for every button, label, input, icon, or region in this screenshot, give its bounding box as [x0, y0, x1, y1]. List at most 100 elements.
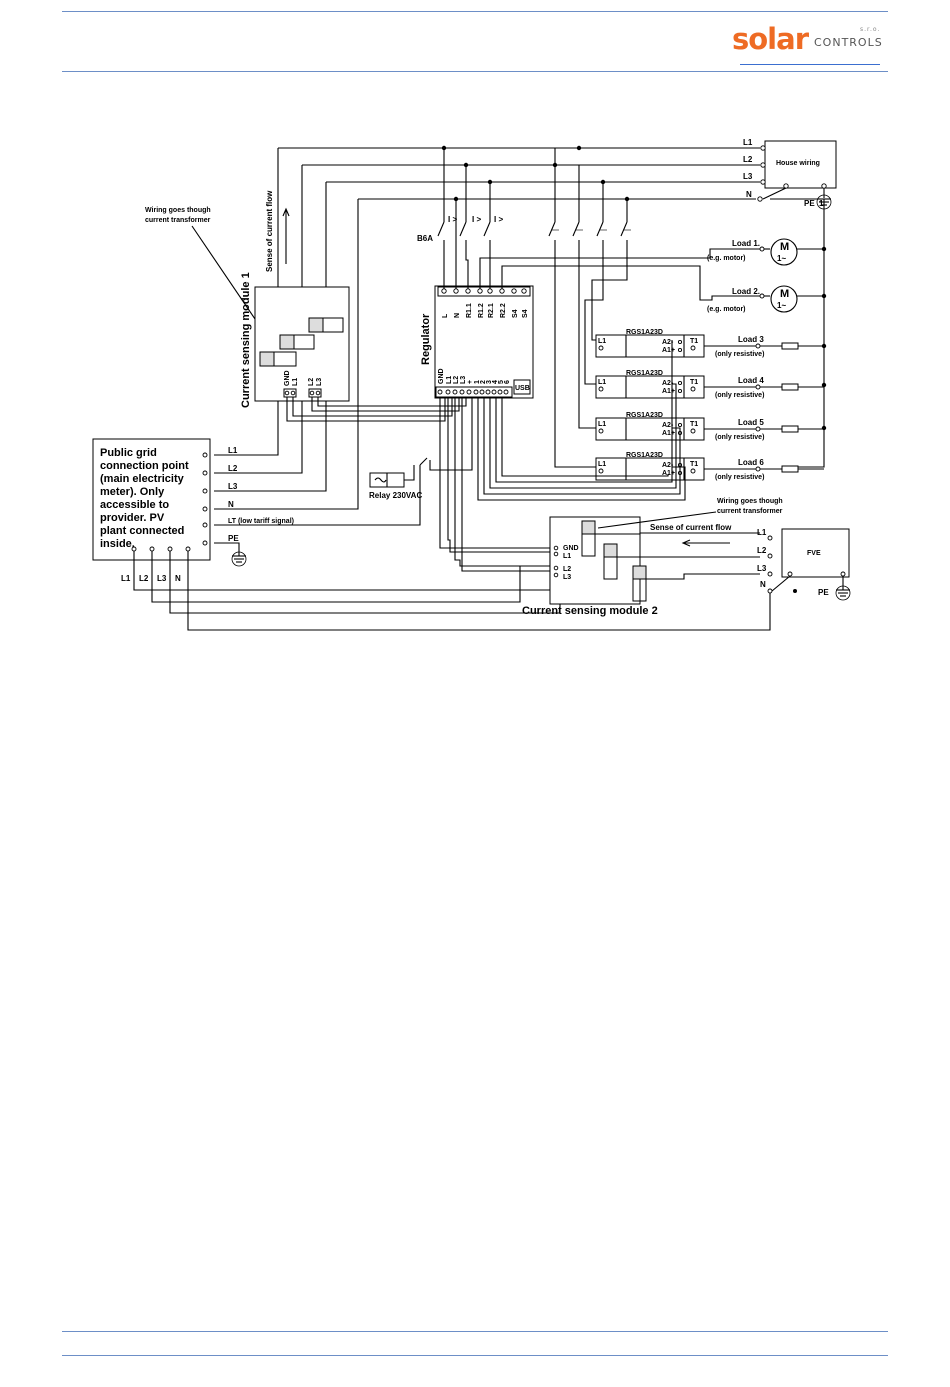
- regulator-bottom-terminal: [459, 389, 465, 395]
- regulator-top-terminal: [465, 288, 471, 294]
- ssr-a2: A2-: [662, 462, 674, 469]
- pv-n: N: [760, 580, 766, 589]
- breakers: B6A I > I > I >: [417, 148, 760, 468]
- ssr-a2: A2-: [662, 339, 674, 346]
- ssr-input: L1: [598, 461, 606, 468]
- regulator-bottom-terminal: [445, 389, 451, 395]
- house-l3: L3: [743, 172, 753, 181]
- regulator-top-terminal: [487, 288, 493, 294]
- resistive-load-note: (only resistive): [715, 351, 764, 358]
- ssr-input: L1: [598, 338, 606, 345]
- regulator-top-terminal: [511, 288, 517, 294]
- ssr-a1: A1+: [662, 347, 675, 354]
- footer-rule-top: [62, 1331, 888, 1332]
- grid-line7: plant connected: [100, 525, 184, 537]
- house-wiring-box: House wiring L1 L2 L3 N PE 1: [743, 138, 837, 210]
- ssr-a1: A1+: [662, 388, 675, 395]
- regulator-top-label: R1.2: [478, 303, 485, 318]
- regulator-top-terminal: [453, 288, 459, 294]
- ssr-a1: A1+: [662, 470, 675, 477]
- motor-1-symbol: M: [780, 241, 789, 253]
- ssr-a2: A2-: [662, 380, 674, 387]
- resistive-load-note: (only resistive): [715, 392, 764, 399]
- ssr-input: L1: [598, 421, 606, 428]
- relay: Relay 230VAC: [369, 398, 473, 500]
- grid-bottom-n: N: [175, 574, 181, 583]
- footer-rule-bottom: [62, 1355, 888, 1356]
- regulator-bottom-terminal: [485, 389, 491, 395]
- house-pe: PE: [804, 199, 815, 208]
- module1-gnd: GND: [284, 370, 291, 386]
- module2-l1: L1: [563, 553, 571, 560]
- ct1-annotation-line1: Wiring goes though: [145, 207, 211, 214]
- regulator-top-terminal: [477, 288, 483, 294]
- motor-1-phase: 1~: [777, 254, 786, 263]
- regulator-bottom-terminal: [479, 389, 485, 395]
- grid-line8: inside.: [100, 538, 135, 550]
- ssr-model: RGS1A23D: [626, 452, 663, 459]
- fuse-1: I >: [448, 215, 457, 224]
- pv-l1: L1: [757, 528, 767, 537]
- regulator-usb: USB: [515, 385, 530, 392]
- grid-bottom-l3: L3: [157, 574, 167, 583]
- regulator-bottom-terminal: [491, 389, 497, 395]
- ssr-output: T1: [690, 461, 698, 468]
- logo-controls: CONTROLS: [814, 36, 883, 49]
- motor-2-phase: 1~: [777, 301, 786, 310]
- relay-label: Relay 230VAC: [369, 491, 422, 500]
- module1-l3: L3: [316, 378, 323, 386]
- regulator-bottom-terminal: [473, 389, 479, 395]
- regulator-top-label: S4: [512, 309, 519, 318]
- header-rule-bottom: [62, 71, 888, 72]
- pv-l2: L2: [757, 546, 767, 555]
- logo-sro: s.r.o.: [860, 26, 881, 33]
- regulator-top-label: S4: [522, 309, 529, 318]
- regulator-top-label: R1.1: [466, 303, 473, 318]
- grid-line4: meter). Only: [100, 486, 165, 498]
- motor-2-symbol: M: [780, 288, 789, 300]
- load-2-note: (e.g. motor): [707, 306, 746, 313]
- regulator-bus: [439, 340, 686, 572]
- ssr-model: RGS1A23D: [626, 412, 663, 419]
- logo-wordmark: solar: [732, 22, 809, 56]
- sense-flow-1: Sense of current flow: [265, 190, 274, 272]
- regulator-top-label: N: [454, 313, 461, 318]
- grid-line6: provider. PV: [100, 512, 165, 524]
- current-sensing-module-1: Current sensing module 1 GND L1 L2 L3: [240, 272, 350, 408]
- resistive-load-label: Load 3: [738, 335, 764, 344]
- bus-wires: [214, 147, 760, 526]
- regulator-bottom-label: +: [467, 380, 474, 384]
- neutral-return: [770, 198, 825, 468]
- fuse-2: I >: [472, 215, 481, 224]
- resistive-load-label: Load 4: [738, 376, 764, 385]
- resistive-load-note: (only resistive): [715, 434, 764, 441]
- module1-bus: [286, 397, 467, 422]
- ssr-a1: A1+: [662, 430, 675, 437]
- regulator-top-terminal: [441, 288, 447, 294]
- regulator-bottom-label: 6: [504, 380, 511, 384]
- module2-l2: L2: [563, 566, 571, 573]
- regulator-bottom-label: 2: [480, 380, 487, 384]
- load-1-label: Load 1.: [732, 239, 760, 248]
- regulator-bottom-label: 3: [486, 380, 493, 384]
- ssr-output: T1: [690, 338, 698, 345]
- pv-title: FVE: [807, 550, 821, 557]
- grid-line3: (main electricity: [100, 473, 185, 485]
- regulator-bottom-label: 5: [498, 380, 505, 384]
- house-l1: L1: [743, 138, 753, 147]
- load-1-note: (e.g. motor): [707, 255, 746, 262]
- grid-l1: L1: [228, 446, 238, 455]
- grid-bottom-l2: L2: [139, 574, 149, 583]
- regulator-bottom-terminal: [497, 389, 503, 395]
- regulator-top-terminal: [521, 288, 527, 294]
- regulator-top-terminal: [499, 288, 505, 294]
- grid-line1: Public grid: [100, 447, 157, 459]
- company-logo: solar s.r.o. CONTROLS: [732, 22, 882, 56]
- house-l2: L2: [743, 155, 753, 164]
- module2-title: Current sensing module 2: [522, 605, 658, 617]
